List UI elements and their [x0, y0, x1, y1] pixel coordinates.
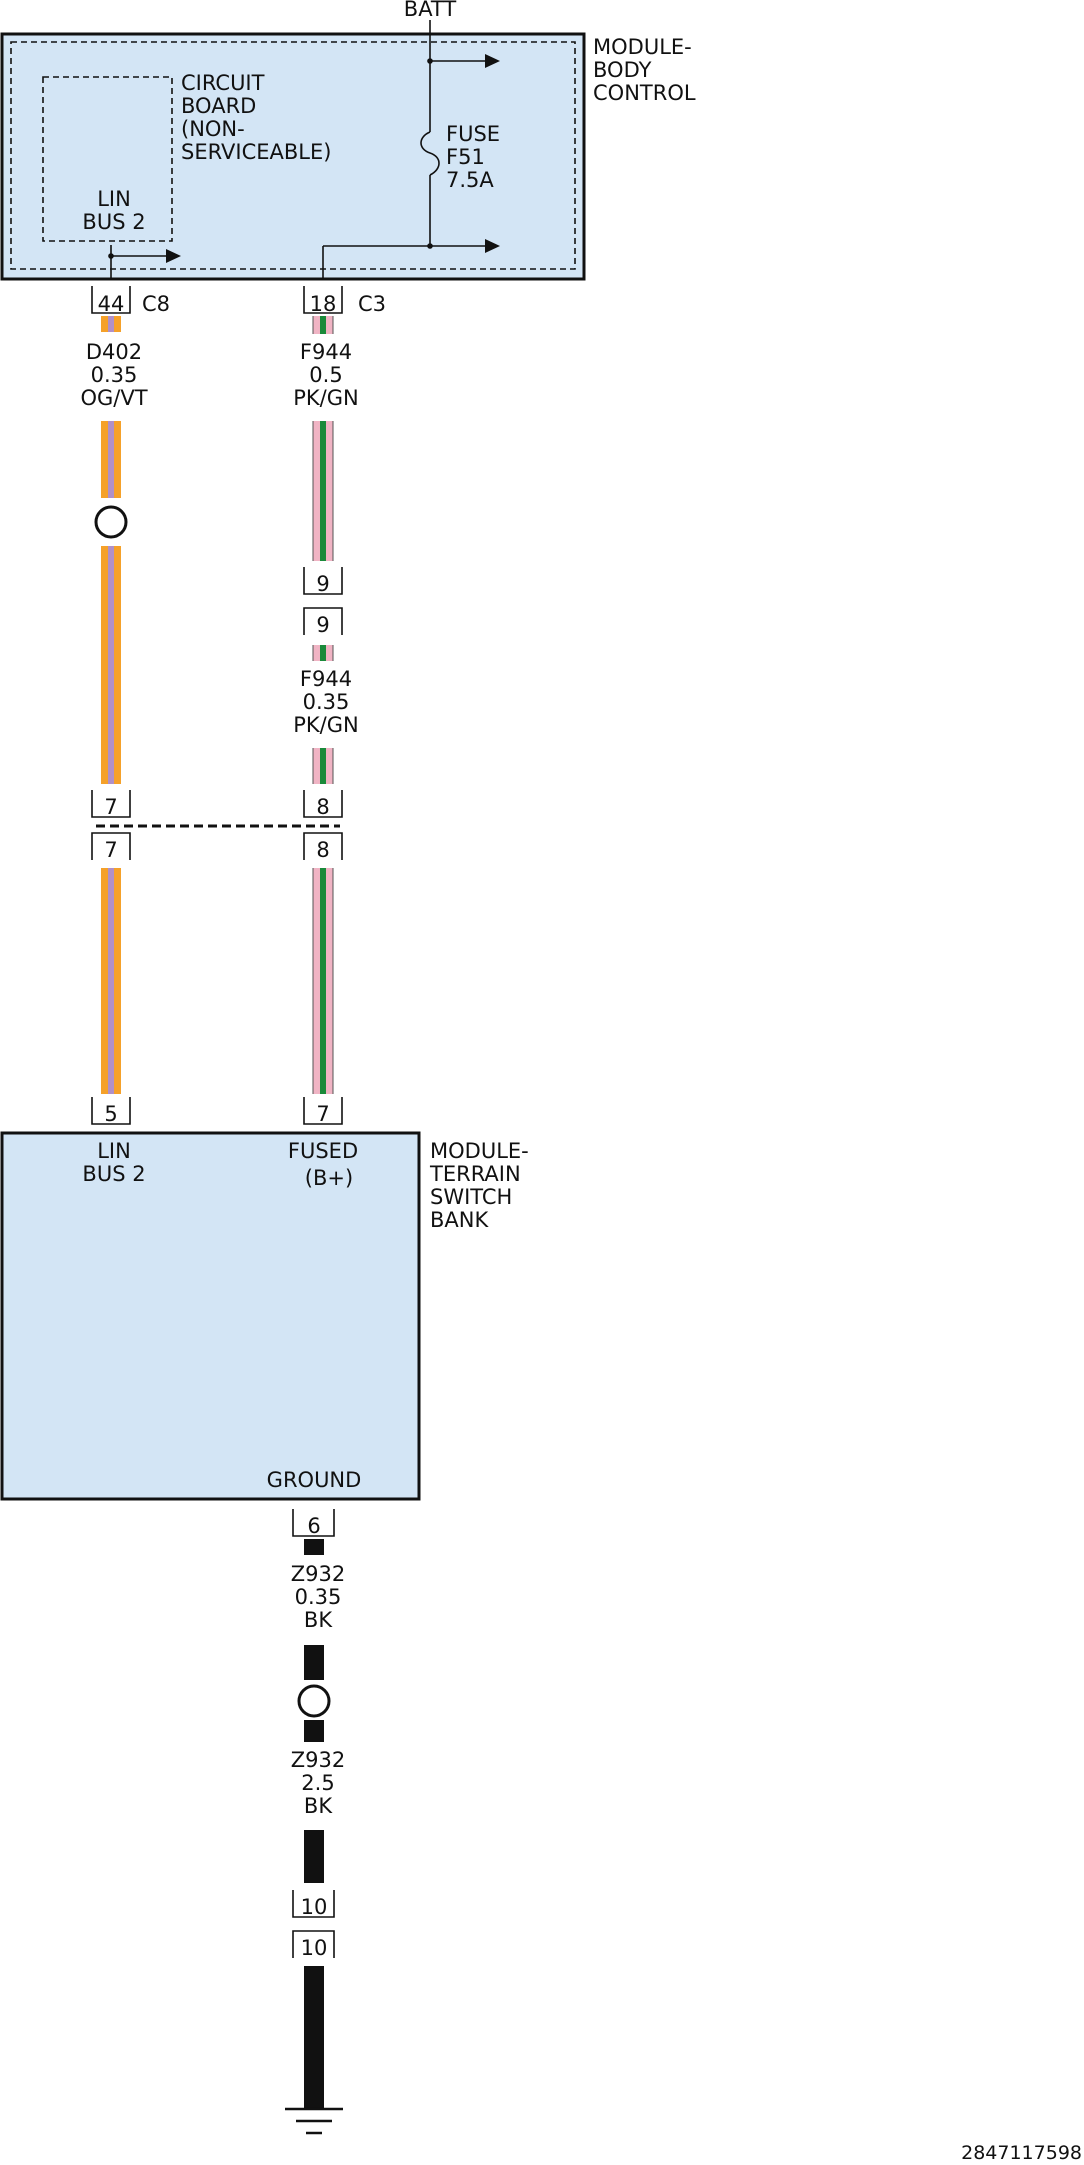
wire-z932-upper-label-1: Z932 [291, 1562, 345, 1586]
wire-f944-lower-label-3: PK/GN [293, 713, 359, 737]
wire-d402-label-1: D402 [86, 340, 142, 364]
fuse-symbol-icon [420, 131, 440, 176]
bcm-name-1: MODULE- [593, 35, 692, 59]
bcm-lin-label-2: BUS 2 [82, 210, 145, 234]
inline-pin-8-upper: 8 [316, 795, 329, 819]
wire-f944-lower-label-1: F944 [300, 667, 352, 691]
ground-symbol-icon [285, 2107, 343, 2135]
bcm-connector-c8: 44 C8 [91, 286, 170, 316]
tsb-lin-label-2: BUS 2 [82, 1162, 145, 1186]
lin-arrow-icon [166, 249, 181, 263]
bcm-name-3: CONTROL [593, 81, 696, 105]
body-control-module-box [0, 32, 586, 281]
bcm-lin-label-1: LIN [97, 187, 131, 211]
tsb-lin-label-1: LIN [97, 1139, 131, 1163]
inline-connector-8: 8 8 [303, 790, 343, 862]
inline-connector-7: 7 7 [91, 790, 131, 862]
body-control-module: CIRCUIT BOARD (NON- SERVICEABLE) LIN BUS… [0, 20, 696, 281]
splice-ground [297, 1684, 331, 1718]
splice-left [94, 505, 128, 539]
bcm-connector-c8-label: C8 [142, 292, 170, 316]
inline-connector-10: 10 10 [292, 1890, 335, 1960]
wire-d402 [101, 316, 121, 1094]
tsb-name-3: SWITCH [430, 1185, 512, 1209]
wire-f944-upper-label-3: PK/GN [293, 386, 359, 410]
inline-pin-9-lower: 9 [316, 613, 329, 637]
bcm-pin-44: 44 [98, 292, 125, 316]
fuse-label-2: F51 [446, 145, 485, 169]
wire-f944-upper-label-1: F944 [300, 340, 352, 364]
inline-pin-10-lower: 10 [301, 1936, 328, 1960]
wire-d402-label-3: OG/VT [80, 386, 147, 410]
bcm-name-2: BODY [593, 58, 652, 82]
circuit-board-label-4: SERVICEABLE) [181, 140, 331, 164]
circuit-board-label-1: CIRCUIT [181, 71, 265, 95]
bcm-connector-c3: 18 C3 [303, 286, 386, 316]
tsb-name-2: TERRAIN [429, 1162, 521, 1186]
fused-arrow-icon [485, 239, 500, 253]
tsb-pin-6: 6 [307, 1514, 320, 1538]
tsb-pin-7: 7 [316, 1102, 329, 1126]
circuit-board-label-3: (NON- [181, 117, 245, 141]
wire-z932-lower-label-2: 2.5 [301, 1771, 334, 1795]
tsb-pin-5: 5 [104, 1102, 117, 1126]
inline-connector-9: 9 9 [303, 567, 343, 637]
wire-f944 [312, 316, 334, 1094]
fuse-label-1: FUSE [446, 122, 500, 146]
terrain-switch-module-box [0, 1131, 421, 1501]
inline-pin-7-lower: 7 [104, 838, 117, 862]
tsb-name-1: MODULE- [430, 1139, 529, 1163]
tsb-ground-label: GROUND [267, 1468, 362, 1492]
inline-pin-8-lower: 8 [316, 838, 329, 862]
bcm-connector-c3-label: C3 [358, 292, 386, 316]
reference-number: 2847117598 [961, 2142, 1082, 2164]
inline-pin-9-upper: 9 [316, 572, 329, 596]
circuit-board-box [42, 76, 173, 242]
tsb-fused-label-2: (B+) [305, 1166, 353, 1190]
inline-pin-7-upper: 7 [104, 795, 117, 819]
wire-z932-upper-label-3: BK [304, 1608, 333, 1632]
wire-z932-lower-label-1: Z932 [291, 1748, 345, 1772]
wire-z932-upper-label-2: 0.35 [295, 1585, 342, 1609]
inline-pin-10-upper: 10 [301, 1895, 328, 1919]
tsb-name-4: BANK [430, 1208, 489, 1232]
wire-d402-label-2: 0.35 [91, 363, 138, 387]
batt-arrow-icon [485, 54, 500, 68]
body-control-module-inner-dashed [10, 41, 576, 270]
tsb-fused-label-1: FUSED [288, 1139, 358, 1163]
bcm-pin-18: 18 [310, 292, 337, 316]
batt-label: BATT [404, 0, 457, 21]
wire-f944-lower-label-2: 0.35 [303, 690, 350, 714]
wire-z932-lower-label-3: BK [304, 1794, 333, 1818]
wire-f944-upper-label-2: 0.5 [309, 363, 342, 387]
circuit-board-label-2: BOARD [181, 94, 256, 118]
wire-z932 [304, 1539, 324, 2108]
fuse-label-3: 7.5A [446, 168, 494, 192]
terrain-switch-module: 5 7 LIN BUS 2 FUSED (B+) GROUND MODULE- … [0, 1097, 529, 1538]
